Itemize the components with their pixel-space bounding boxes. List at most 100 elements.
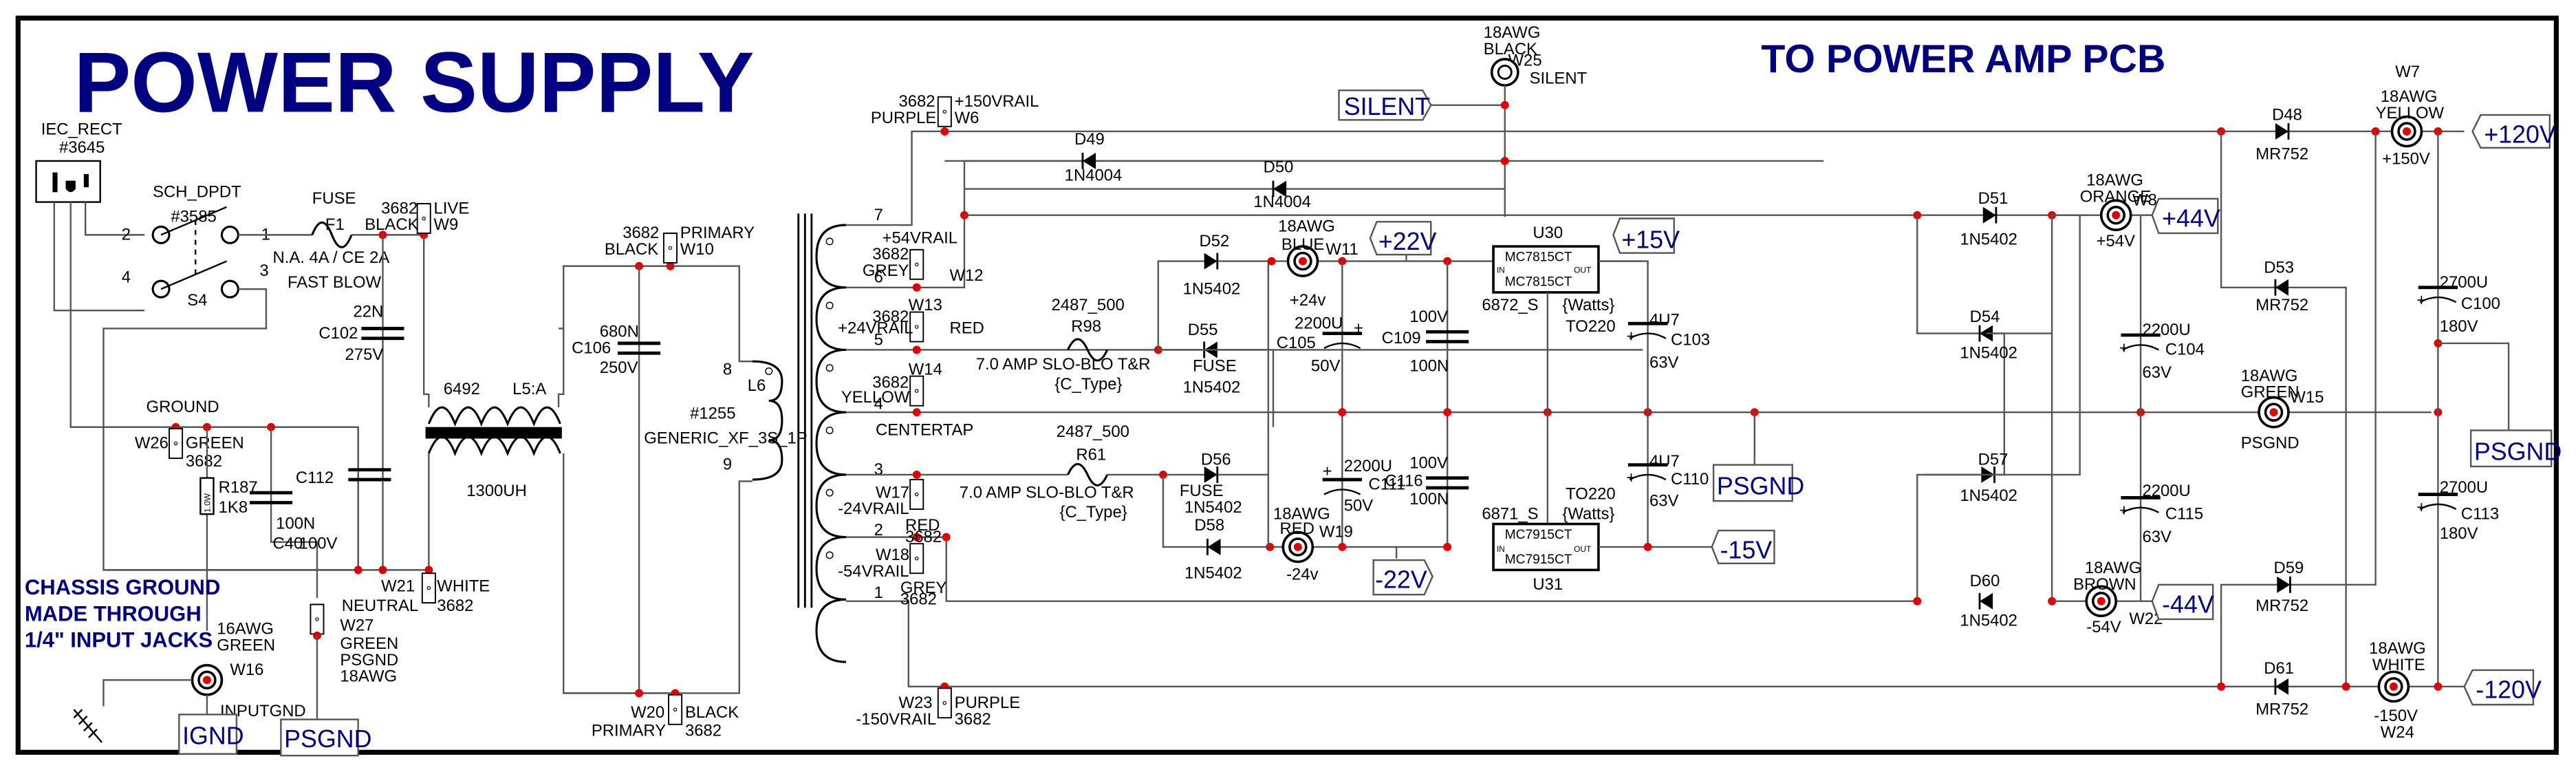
c102-value: 22N xyxy=(354,303,384,321)
r187-value: 1K8 xyxy=(219,498,248,517)
u31-pkg: 6871_S xyxy=(1482,504,1538,523)
w17-rail: -24VRAIL xyxy=(838,500,909,518)
connector-w18 xyxy=(909,543,924,575)
page-title: POWER SUPPLY xyxy=(74,35,754,130)
diode-d53 xyxy=(2274,278,2290,297)
centertap-label: CENTERTAP xyxy=(876,421,973,440)
r61-ref: R61 xyxy=(1076,445,1106,464)
c100-ref: C100 xyxy=(2461,294,2500,313)
net-port-p120: +120V xyxy=(2471,114,2556,149)
w10-color: BLACK xyxy=(605,240,658,259)
w24-gauge: 18AWG xyxy=(2369,639,2426,658)
iec-inlet: IEC_RECT #3645 xyxy=(35,120,122,203)
d48-part: MR752 xyxy=(2255,145,2308,164)
w14-part: 3682 xyxy=(872,373,909,392)
c105-value: 2200U xyxy=(1295,314,1343,332)
c100-value: 2700U xyxy=(2440,273,2488,292)
w26-part: 3682 xyxy=(186,452,222,471)
pin-label: 7 xyxy=(874,206,883,224)
w13-part: 3682 xyxy=(872,308,909,326)
polarity-plus-icon: + xyxy=(1323,462,1332,480)
frame-border xyxy=(15,15,2559,755)
w7-ref: W7 xyxy=(2395,63,2420,81)
regulator-u30: U30 MC7815CT IN OUT MC7815CT 6872_S {Wat… xyxy=(1482,224,1615,336)
w11-gauge: 18AWG xyxy=(1278,217,1335,236)
c103-value: 4U7 xyxy=(1649,311,1680,330)
d54-part: 1N5402 xyxy=(1960,343,2017,362)
c116-voltage: 100V xyxy=(1409,453,1448,472)
polarity-plus-icon: + xyxy=(2119,502,2129,520)
chassis-note-line: MADE THROUGH xyxy=(25,601,202,625)
u31-part: MC7915CT xyxy=(1505,528,1572,542)
pin-label: 3 xyxy=(874,460,883,479)
d55-ref: D55 xyxy=(1188,321,1218,339)
chassis-note-line: 1/4" INPUT JACKS xyxy=(25,628,213,652)
w12-part: 3682 xyxy=(872,245,909,264)
w27-name: PSGND xyxy=(340,651,398,669)
w8-gauge: 18AWG xyxy=(2086,171,2143,190)
c110-voltage: 63V xyxy=(1649,491,1679,510)
net-port-psgnd-input: PSGND xyxy=(280,718,372,757)
w16-ref: W16 xyxy=(230,661,263,679)
net-port-m120: -120V xyxy=(2463,669,2542,706)
w15-name: PSGND xyxy=(2241,434,2299,453)
r98-rating: 7.0 AMP SLO-BLO T&R xyxy=(976,355,1151,374)
c104-voltage: 63V xyxy=(2142,363,2172,382)
polarity-plus-icon: + xyxy=(1354,319,1363,338)
net-label: -15V xyxy=(1720,537,1773,564)
d56-ref: D56 xyxy=(1201,451,1231,469)
connector-w21 xyxy=(421,572,436,604)
net-port-m15: -15V xyxy=(1711,529,1775,565)
transformer-type: GENERIC_XF_3S_1P xyxy=(644,429,807,448)
d57-part: 1N5402 xyxy=(1960,486,2017,505)
w27-ref: W27 xyxy=(340,616,374,635)
iec-pin-live xyxy=(52,172,58,193)
w10-part: 3682 xyxy=(623,224,659,242)
diode-d48 xyxy=(2274,122,2290,141)
w7-color: YELLOW xyxy=(2376,104,2445,122)
w18-rail: -54VRAIL xyxy=(838,562,909,581)
d50-ref: D50 xyxy=(1264,158,1294,177)
switch-s4: SCH_DPDT #3585 2 1 4 3 S4 xyxy=(122,182,270,310)
u31-in: IN xyxy=(1497,544,1505,554)
diode-d51 xyxy=(1982,206,1998,225)
w11-ref: W11 xyxy=(1325,240,1358,259)
w16-color: GREEN xyxy=(217,636,275,654)
d54-ref: D54 xyxy=(1970,308,2000,326)
w10-ref: W10 xyxy=(680,240,714,259)
w22-gauge: 18AWG xyxy=(2085,559,2142,577)
c116-ref: C116 xyxy=(1385,472,1422,491)
d60-ref: D60 xyxy=(1970,572,2000,590)
c100-voltage: 180V xyxy=(2440,317,2478,336)
w18-color: GREY xyxy=(900,579,947,597)
w8-color: ORANGE xyxy=(2080,188,2151,206)
w10-name: PRIMARY xyxy=(680,224,755,242)
d56-note: FUSE xyxy=(1180,482,1224,500)
c102-voltage: 275V xyxy=(345,345,384,364)
iec-pin-neutral xyxy=(83,174,89,188)
d50-part: 1N4004 xyxy=(1253,193,1311,211)
u30-ref: U30 xyxy=(1533,224,1563,242)
connector-w26 xyxy=(169,428,184,459)
w14-ref: W14 xyxy=(909,360,942,378)
c115-voltage: 63V xyxy=(2142,528,2172,546)
w19-gauge: 18AWG xyxy=(1273,504,1330,523)
diode-d58 xyxy=(1206,537,1222,557)
u31-part: MC7915CT xyxy=(1505,553,1572,567)
switch-part: #3585 xyxy=(171,207,216,226)
w12-color: GREY xyxy=(863,261,909,280)
w19-ref: W19 xyxy=(1319,523,1353,542)
pin-label: 5 xyxy=(874,330,883,349)
u30-part: MC7815CT xyxy=(1505,275,1572,289)
c40-ref: C40 xyxy=(272,534,303,553)
net-label: IGND xyxy=(182,722,244,749)
w26-ref: W26 xyxy=(135,434,169,453)
diode-d60 xyxy=(1978,592,1994,611)
d48-ref: D48 xyxy=(2272,105,2302,124)
c104-value: 2200U xyxy=(2142,321,2190,339)
c103-voltage: 63V xyxy=(1649,354,1679,372)
net-port-p15: +15V xyxy=(1612,217,1680,254)
jack-w15 xyxy=(2258,396,2290,429)
net-label: SILENT xyxy=(1344,93,1430,120)
w25-name: SILENT xyxy=(1530,69,1588,88)
